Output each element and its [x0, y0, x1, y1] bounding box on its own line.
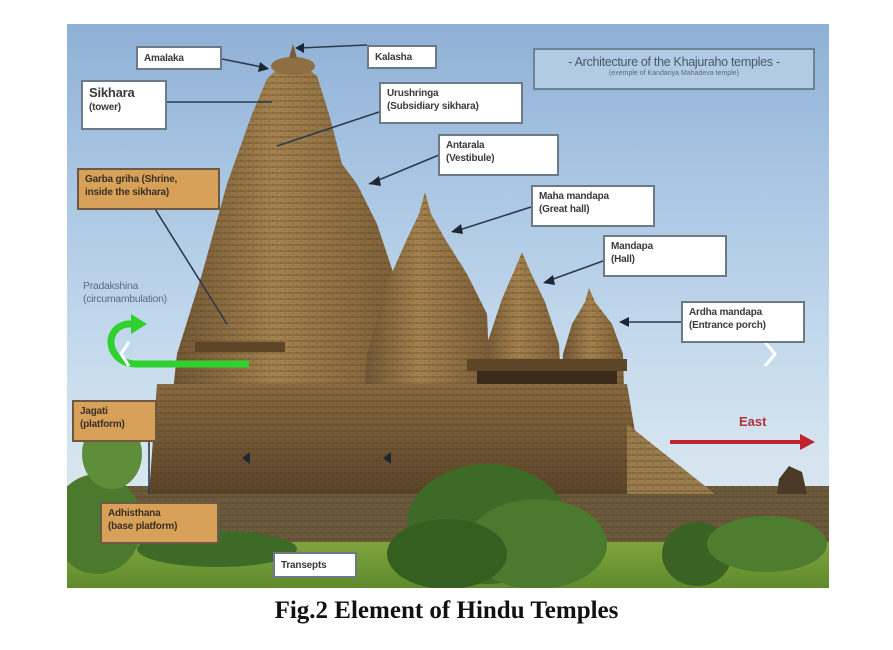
label-text: Maha mandapa [539, 191, 609, 202]
figure-subtitle: (exemple of Kandariya Mahadeva temple) [609, 70, 739, 77]
label-text: Jagati [80, 406, 108, 417]
label-text: Ardha mandapa [689, 307, 762, 318]
label-text: Garba griha (Shrine, [85, 174, 178, 185]
label-subtext: (base platform) [108, 521, 178, 532]
label-text: Mandapa [611, 241, 653, 252]
label-jagati: Jagati (platform) [72, 400, 157, 442]
label-subtext: (Hall) [611, 254, 635, 265]
label-garba-griha: Garba griha (Shrine, inside the sikhara) [77, 168, 220, 210]
label-subtext: (Great hall) [539, 204, 590, 215]
east-arrow [670, 434, 815, 450]
label-pradakshina: Pradakshina (circumambulation) [83, 280, 167, 306]
temple-architecture-figure: - Architecture of the Khajuraho temples … [67, 24, 829, 588]
label-text: Urushringa [387, 88, 439, 99]
label-east: East [739, 414, 767, 429]
figure-title: - Architecture of the Khajuraho temples … [568, 55, 780, 69]
label-subtext: (Entrance porch) [689, 320, 766, 331]
circumambulation-arrow [107, 314, 249, 368]
label-kalasha: Kalasha [367, 45, 437, 69]
label-subtext: (Vestibule) [446, 153, 495, 164]
label-subtext: (platform) [80, 419, 125, 430]
kalasha [289, 44, 297, 58]
label-subtext: inside the sikhara) [85, 187, 170, 198]
label-text: Antarala [446, 140, 485, 151]
figure-title-box: - Architecture of the Khajuraho temples … [533, 48, 815, 90]
amalaka [271, 57, 315, 75]
prev-chevron-icon [119, 341, 131, 367]
label-mandapa: Mandapa (Hall) [603, 235, 727, 277]
label-subtext: (Subsidiary sikhara) [387, 101, 479, 112]
label-text: Kalasha [375, 52, 412, 63]
lion-statue [777, 466, 807, 494]
label-text: Pradakshina [83, 280, 139, 292]
label-subtext: (tower) [89, 102, 121, 113]
label-maha-mandapa: Maha mandapa (Great hall) [531, 185, 655, 227]
label-transepts: Transepts [273, 552, 357, 578]
label-ardha-mandapa: Ardha mandapa (Entrance porch) [681, 301, 805, 343]
pointer-arrowheads [242, 43, 629, 464]
label-subtext: (circumambulation) [83, 293, 167, 305]
temple-photo [67, 43, 829, 588]
pointer-lines [148, 44, 681, 494]
figure-caption: Fig.2 Element of Hindu Temples [274, 597, 619, 624]
label-adhisthana: Adhisthana (base platform) [100, 502, 219, 544]
label-urushringa: Urushringa (Subsidiary sikhara) [379, 82, 523, 124]
label-sikhara: Sikhara (tower) [81, 80, 167, 130]
next-chevron-icon [763, 341, 777, 367]
label-text: Sikhara [89, 85, 135, 100]
label-text: Transepts [281, 560, 327, 571]
label-text: Amalaka [144, 53, 184, 64]
label-amalaka: Amalaka [136, 46, 222, 70]
label-text: Adhisthana [108, 508, 161, 519]
label-antarala: Antarala (Vestibule) [438, 134, 559, 176]
